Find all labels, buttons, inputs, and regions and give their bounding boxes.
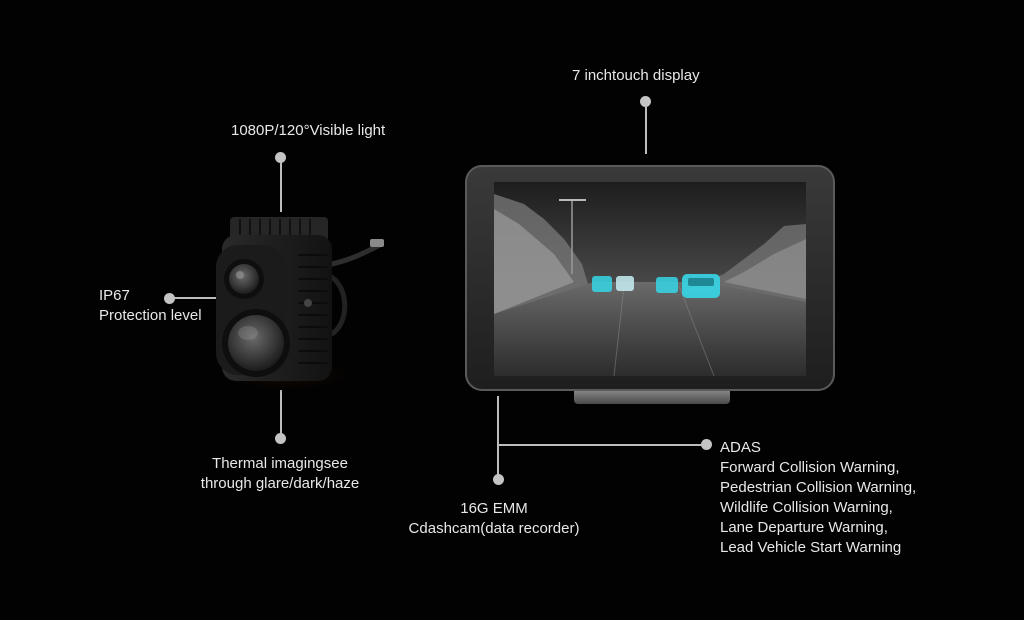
adas-item: Pedestrian Collision Warning, <box>720 479 917 496</box>
thermal-camera-icon <box>205 217 384 393</box>
display-callout-line <box>645 106 647 154</box>
adas-item: Lead Vehicle Start Warning <box>720 539 902 556</box>
adas-callout-line <box>498 444 703 446</box>
display-callout-dot <box>640 96 651 107</box>
adas-item: Forward Collision Warning, <box>720 459 900 476</box>
adas-callout-dot <box>701 439 712 450</box>
thermal-subtitle: through glare/dark/haze <box>200 475 360 492</box>
thermal-title: Thermal imagingsee <box>212 455 348 472</box>
visible-light-callout-dot <box>275 152 286 163</box>
ip67-callout-dot <box>164 293 175 304</box>
emm-title: 16G EMM <box>460 500 528 517</box>
ip67-callout-line <box>174 297 224 299</box>
visible-light-label: 1080P/120°Visible light <box>231 122 386 139</box>
thermal-callout-dot <box>275 433 286 444</box>
ip67-subtitle: Protection level <box>99 307 202 324</box>
adas-label: ADAS Forward Collision Warning, Pedestri… <box>720 438 916 558</box>
touch-display-icon <box>465 165 835 404</box>
emm-label: 16G EMM Cdashcam(data recorder) <box>394 499 594 539</box>
emm-callout-line <box>497 396 499 476</box>
thermal-label: Thermal imagingsee through glare/dark/ha… <box>170 454 390 494</box>
adas-item: Wildlife Collision Warning, <box>720 499 893 516</box>
display-label: 7 inchtouch display <box>572 67 700 84</box>
thermal-callout-line <box>280 390 282 434</box>
adas-title: ADAS <box>720 439 761 456</box>
adas-item: Lane Departure Warning, <box>720 519 888 536</box>
ip67-title: IP67 <box>99 287 130 304</box>
emm-callout-dot <box>493 474 504 485</box>
ip67-label: IP67 Protection level <box>99 286 202 326</box>
visible-light-callout-line <box>280 162 282 212</box>
emm-subtitle: Cdashcam(data recorder) <box>408 520 580 537</box>
